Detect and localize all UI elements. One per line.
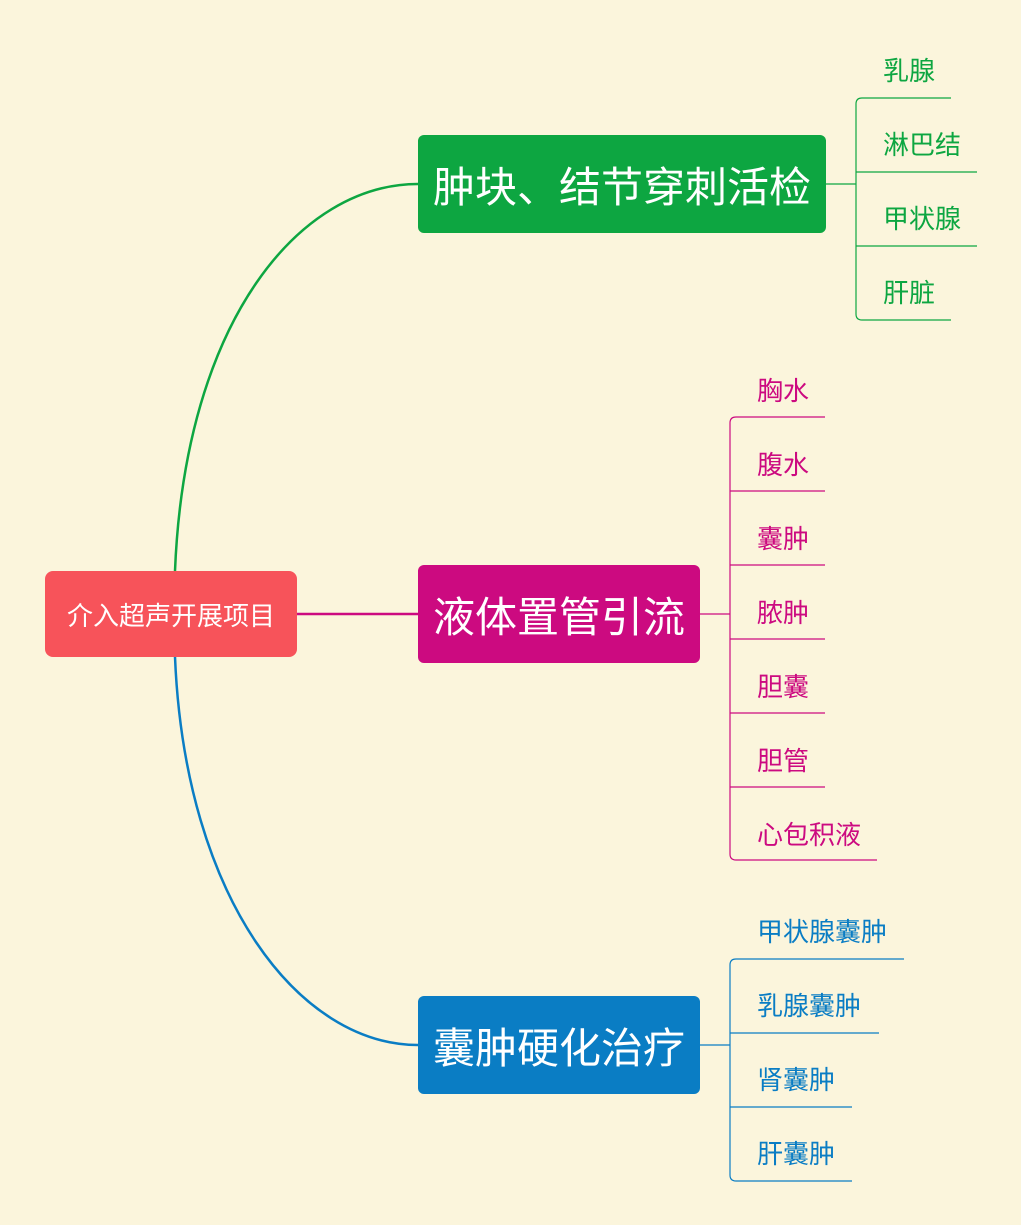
branch-node-sclerotherapy[interactable]: 囊肿硬化治疗	[418, 996, 700, 1094]
leaf-node[interactable]: 乳腺囊肿	[757, 992, 862, 1022]
branch-node-drainage[interactable]: 液体置管引流	[418, 565, 700, 663]
leaf-connectors-branch-1	[826, 97, 977, 321]
root-node[interactable]: 介入超声开展项目	[45, 571, 297, 657]
branch-node-label: 液体置管引流	[432, 592, 685, 642]
leaf-node[interactable]: 肾囊肿	[757, 1066, 836, 1096]
branch-node-biopsy[interactable]: 肿块、结节穿刺活检	[418, 135, 826, 233]
branch-1-spine	[855, 97, 863, 321]
leaf-node[interactable]: 胸水	[757, 377, 810, 407]
leaf-node[interactable]: 肝脏	[883, 279, 936, 309]
leaf-connectors-branch-3	[700, 958, 904, 1182]
root-node-label: 介入超声开展项目	[66, 601, 275, 632]
leaf-node[interactable]: 心包积液	[757, 821, 862, 851]
leaf-node[interactable]: 肝囊肿	[757, 1140, 836, 1170]
leaf-node[interactable]: 腹水	[757, 451, 810, 481]
leaf-node[interactable]: 淋巴结	[883, 131, 962, 161]
leaf-node[interactable]: 乳腺	[883, 57, 936, 87]
leaf-node[interactable]: 胆囊	[757, 673, 810, 703]
leaf-node[interactable]: 甲状腺	[883, 205, 962, 235]
branch-node-label: 囊肿硬化治疗	[432, 1023, 685, 1073]
branch-node-label: 肿块、结节穿刺活检	[432, 162, 811, 212]
branch-3-spine	[729, 958, 737, 1182]
connector-root-branch-1	[173, 182, 419, 572]
connector-root-branch-3	[173, 656, 419, 1047]
leaf-node[interactable]: 囊肿	[757, 525, 810, 555]
leaf-node[interactable]: 脓肿	[757, 599, 810, 629]
leaf-node[interactable]: 甲状腺囊肿	[757, 918, 888, 948]
leaf-connectors-branch-2	[700, 416, 877, 861]
leaf-node[interactable]: 胆管	[757, 747, 810, 777]
